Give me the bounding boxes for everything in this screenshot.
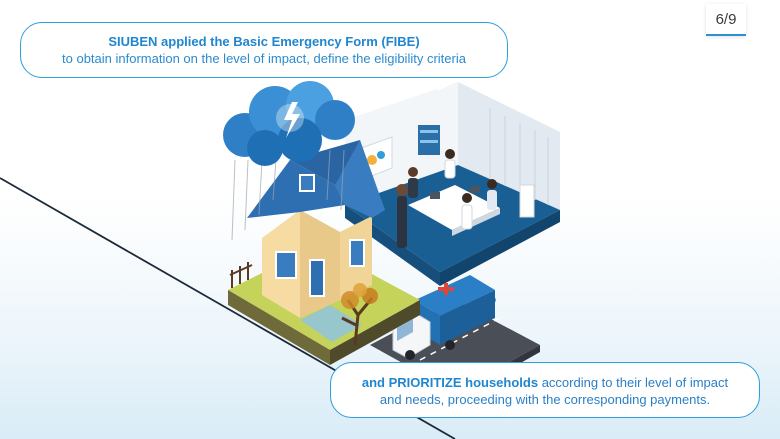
bottom-callout-body-line1: according to their level of impact <box>541 375 729 390</box>
rain <box>231 149 345 241</box>
bottom-callout-line1: and PRIORITIZE households according to t… <box>343 374 747 391</box>
top-callout: SIUBEN applied the Basic Emergency Form … <box>20 22 508 78</box>
lightning-icon <box>284 102 300 138</box>
top-callout-headline: SIUBEN applied the Basic Emergency Form … <box>108 34 420 49</box>
bottom-callout: and PRIORITIZE households according to t… <box>330 362 760 418</box>
top-callout-body: to obtain information on the level of im… <box>62 51 466 66</box>
office-scene <box>345 82 560 286</box>
bare-tree <box>341 283 378 346</box>
bottom-callout-body-line2: and needs, proceeding with the correspon… <box>379 392 711 407</box>
bottom-callout-headline: and PRIORITIZE households <box>361 375 539 390</box>
house <box>247 140 385 318</box>
storm-cloud <box>223 81 355 166</box>
page-indicator: 6/9 <box>706 4 746 36</box>
fence <box>229 262 253 288</box>
